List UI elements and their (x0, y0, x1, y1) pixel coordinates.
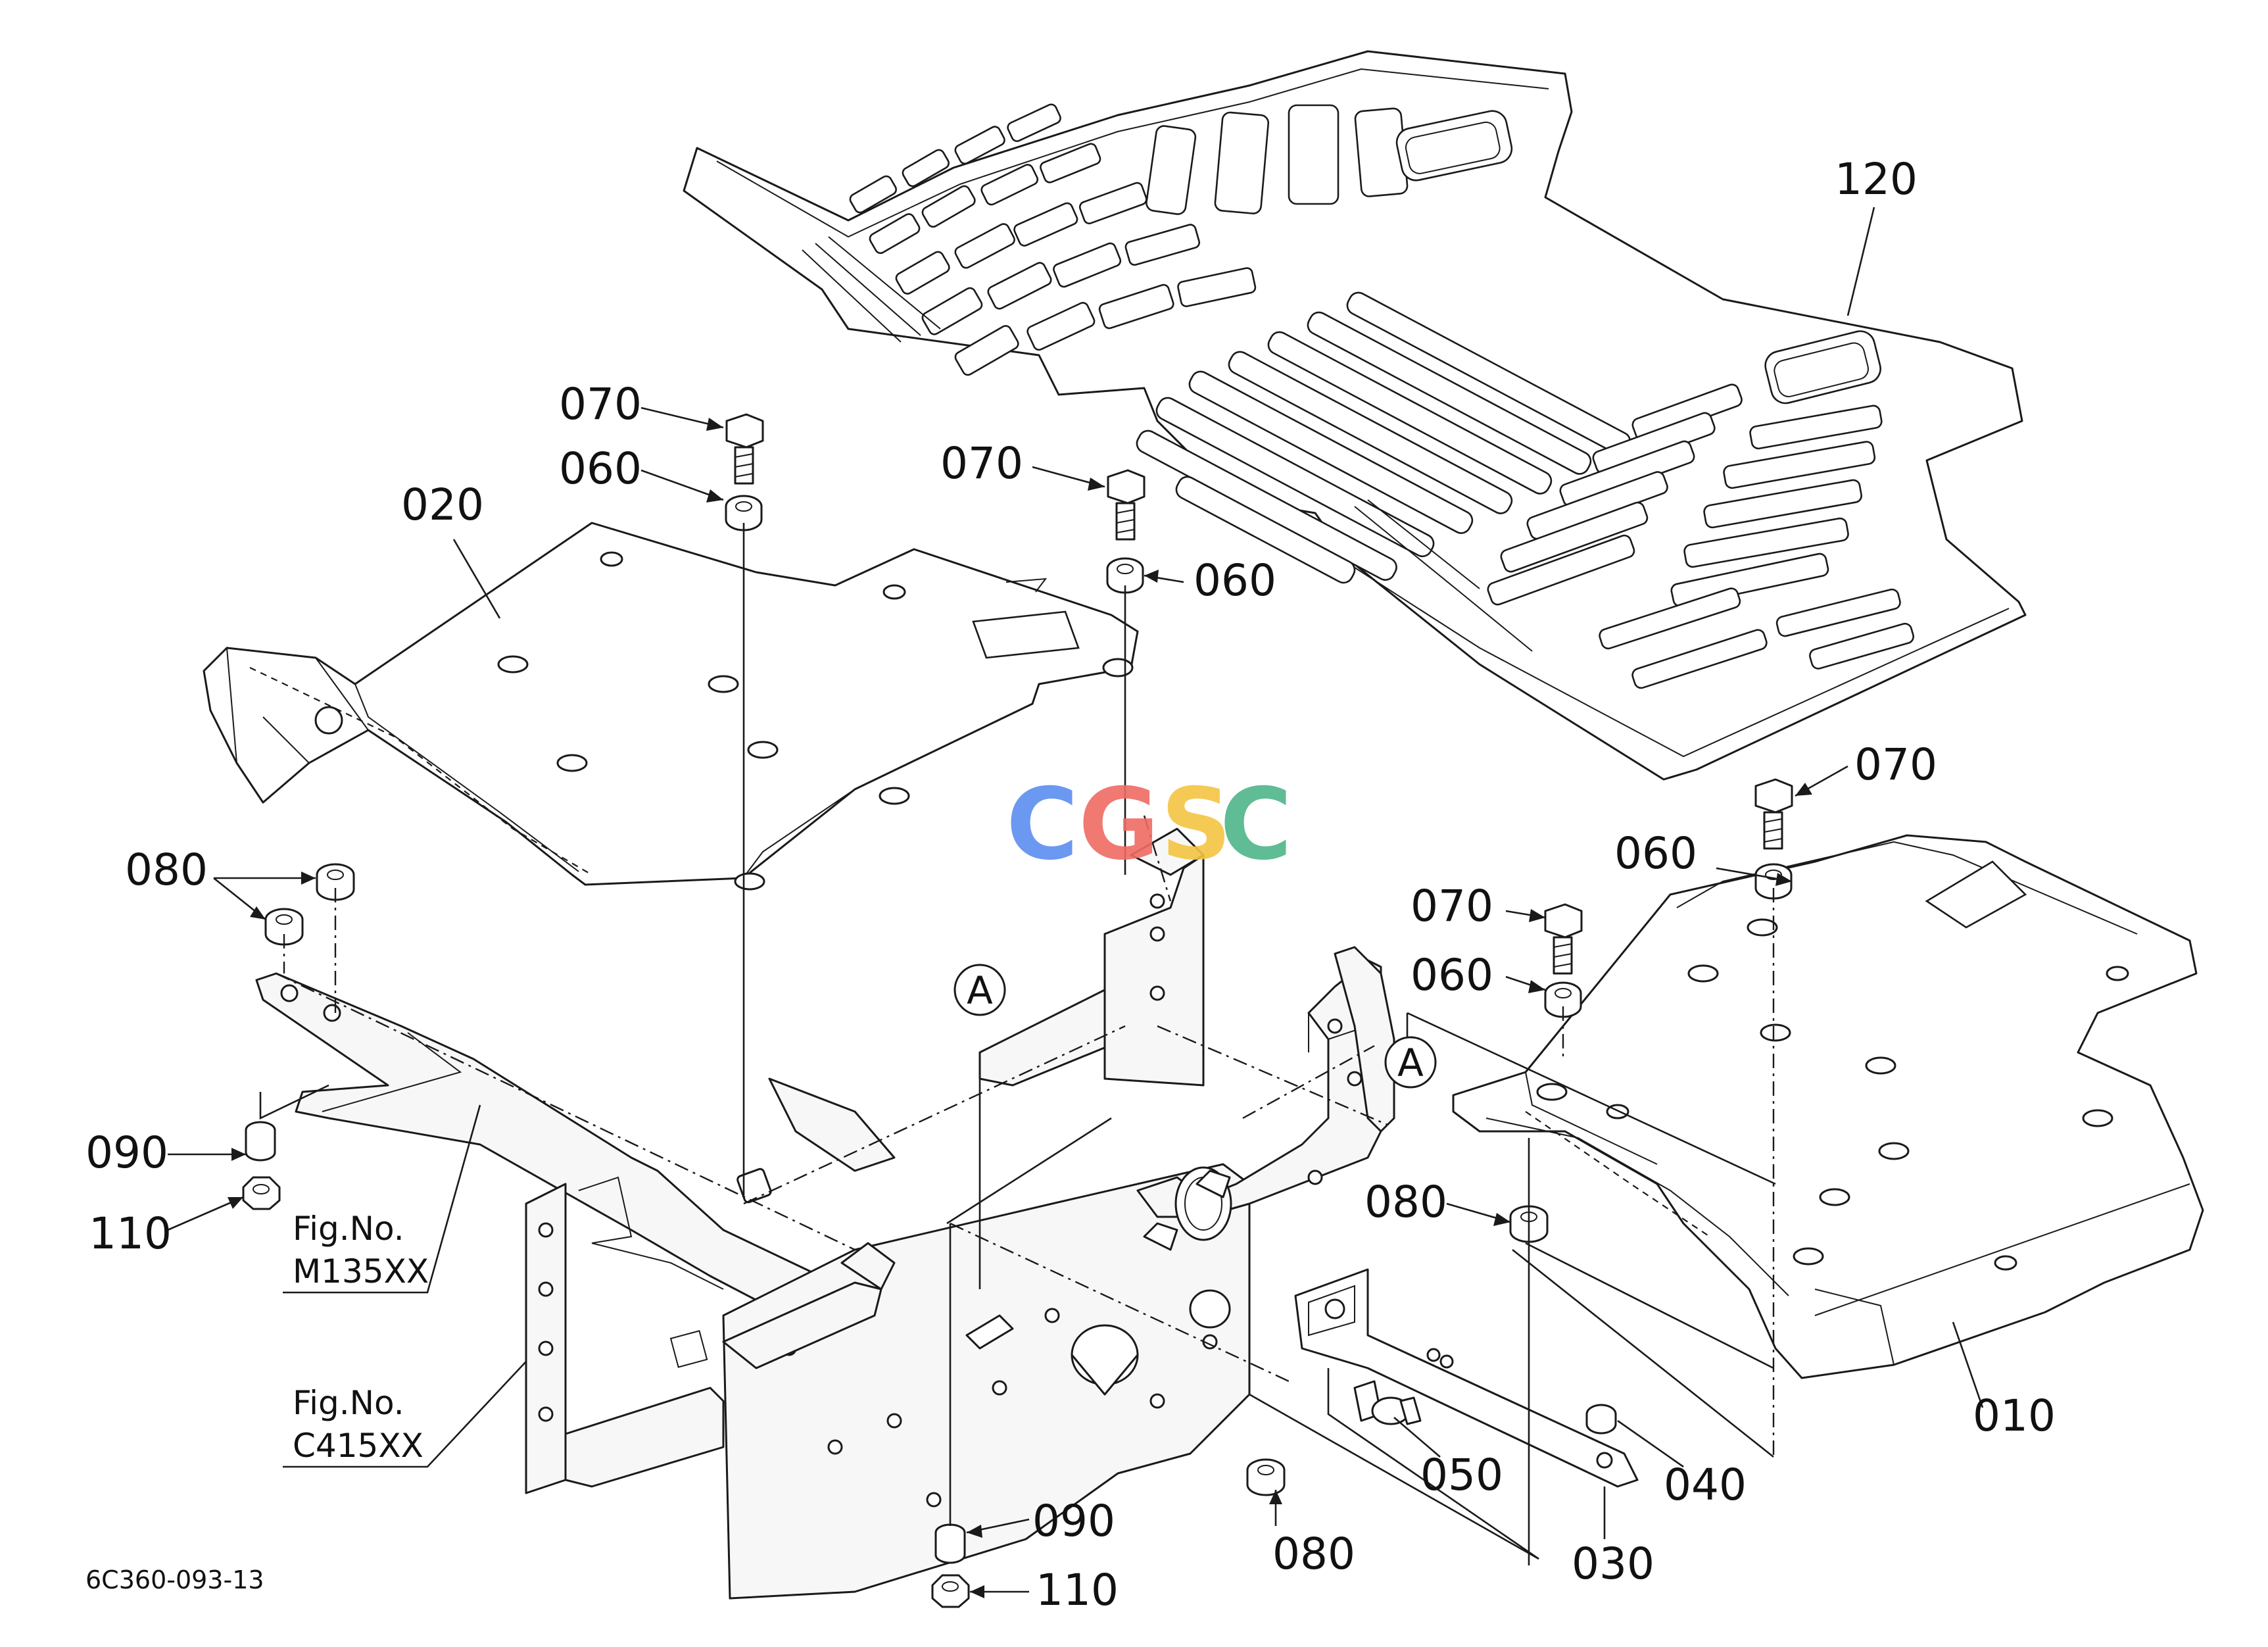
watermark-letter-2: G (1078, 768, 1159, 882)
frame-bracket-far-right (1334, 946, 1395, 1133)
cushion-080-left-b (264, 908, 304, 946)
washer-060-right-lower (1544, 981, 1582, 1018)
callout-120: 120 (1835, 154, 1918, 205)
nut-110-left (242, 1176, 281, 1210)
mat-rib-pattern-center (1136, 291, 1631, 584)
frame-main-plate (591, 1077, 1251, 1600)
bracket-part-030 (1294, 1268, 1639, 1488)
svg-text:C415XX: C415XX (293, 1427, 423, 1465)
mat-rib-pattern-right (1487, 383, 1915, 689)
callout-leaders (167, 207, 1984, 1598)
frame-upright-left (525, 1176, 725, 1494)
callout-050: 050 (1420, 1450, 1503, 1500)
watermark-letter-4: C (1220, 768, 1292, 882)
callout-070-center: 070 (940, 438, 1023, 489)
nut-110-bottom (931, 1574, 970, 1608)
frame-bracket-center (978, 827, 1205, 1087)
view-marker-a-1: A (953, 964, 1006, 1016)
floor-mat-part-120 (683, 50, 2027, 781)
view-marker-a-2: A (1384, 1036, 1437, 1089)
step-panel-part-010 (1452, 834, 2204, 1379)
callout-060-left: 060 (559, 443, 642, 494)
callout-060-center: 060 (1194, 555, 1276, 606)
bolt-070-right-upper (1754, 778, 1793, 850)
callout-090-bottom: 090 (1032, 1496, 1115, 1546)
svg-text:M135XX: M135XX (293, 1252, 429, 1291)
callout-080-left: 080 (125, 845, 208, 895)
bolt-070-right-lower (1544, 903, 1583, 975)
figure-reference-m135xx: Fig.No. M135XX (293, 1210, 429, 1291)
callout-080-bottom: 080 (1272, 1529, 1355, 1579)
callout-070-right-upper: 070 (1854, 739, 1937, 790)
callout-020: 020 (401, 479, 484, 530)
callout-labels: 120 070 060 020 070 060 070 060 070 060 … (85, 154, 2056, 1615)
callout-080-right: 080 (1364, 1177, 1447, 1227)
callout-090-left: 090 (85, 1127, 168, 1178)
step-panel-part-020 (203, 522, 1139, 891)
spacer-090-bottom (934, 1523, 966, 1564)
callout-060-right-lower: 060 (1411, 950, 1493, 1000)
svg-text:A: A (967, 968, 993, 1013)
bolt-part-050 (1353, 1380, 1422, 1425)
callout-110-bottom: 110 (1036, 1565, 1119, 1615)
cushion-080-left-a (316, 863, 355, 901)
assembly-center-lines (259, 523, 1776, 1565)
callout-110-left: 110 (89, 1208, 172, 1259)
watermark-letter-3: S (1161, 768, 1232, 882)
drawing-number: 6C360-093-13 (85, 1565, 264, 1594)
spacer-090-left (245, 1121, 276, 1162)
callout-070-right-lower: 070 (1411, 881, 1493, 931)
figure-reference-c415xx: Fig.No. C415XX (293, 1384, 423, 1465)
mat-access-cover-right (1764, 330, 1881, 405)
grommet-part-040 (1585, 1404, 1617, 1435)
svg-text:A: A (1397, 1041, 1424, 1085)
svg-text:Fig.No.: Fig.No. (293, 1210, 404, 1248)
mat-access-cover-top (1395, 110, 1513, 182)
bolt-070-center (1107, 469, 1146, 541)
cushion-080-bottom (1246, 1458, 1286, 1496)
watermark-letter-1: C (1006, 768, 1078, 882)
mat-rib-pattern-left (849, 103, 1409, 376)
svg-text:Fig.No.: Fig.No. (293, 1384, 404, 1422)
callout-060-right-upper: 060 (1614, 828, 1697, 879)
watermark-logo: C G S C (1006, 768, 1292, 882)
washer-060-center (1106, 557, 1144, 594)
callout-010: 010 (1973, 1390, 2056, 1441)
washer-060-left (725, 495, 763, 531)
callout-030: 030 (1572, 1538, 1654, 1589)
callout-040: 040 (1664, 1460, 1747, 1510)
callout-070-left: 070 (559, 379, 642, 430)
bolt-070-left (725, 413, 764, 485)
frame-fasteners (736, 1166, 1232, 1350)
